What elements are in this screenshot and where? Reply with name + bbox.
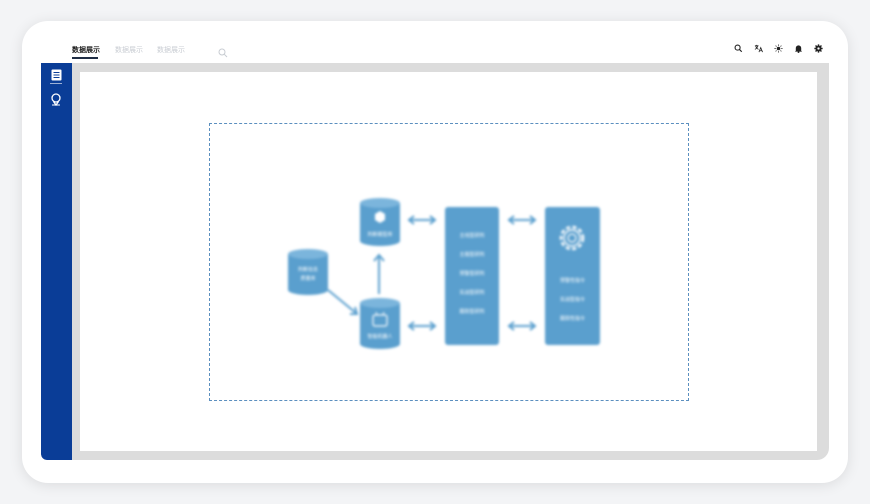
tab-data-display-3[interactable]: 数据展示: [157, 46, 185, 54]
diagram-container: [209, 123, 689, 401]
top-bar: 数据展示 数据展示 数据展示: [72, 42, 832, 62]
search-icon[interactable]: [733, 43, 744, 54]
translate-icon[interactable]: [753, 43, 764, 54]
sidebar: [41, 63, 72, 460]
location-pin-icon[interactable]: [48, 91, 64, 107]
tab-data-display-2[interactable]: 数据展示: [115, 46, 143, 54]
active-tab-indicator: [72, 57, 98, 59]
sidebar-active-indicator: [50, 83, 62, 84]
tab-search-icon[interactable]: [218, 43, 228, 62]
settings-icon[interactable]: [813, 43, 824, 54]
tab-data-display-1[interactable]: 数据展示: [72, 46, 100, 54]
bell-icon[interactable]: [793, 43, 804, 54]
brightness-icon[interactable]: [773, 43, 784, 54]
document-icon[interactable]: [48, 67, 64, 83]
